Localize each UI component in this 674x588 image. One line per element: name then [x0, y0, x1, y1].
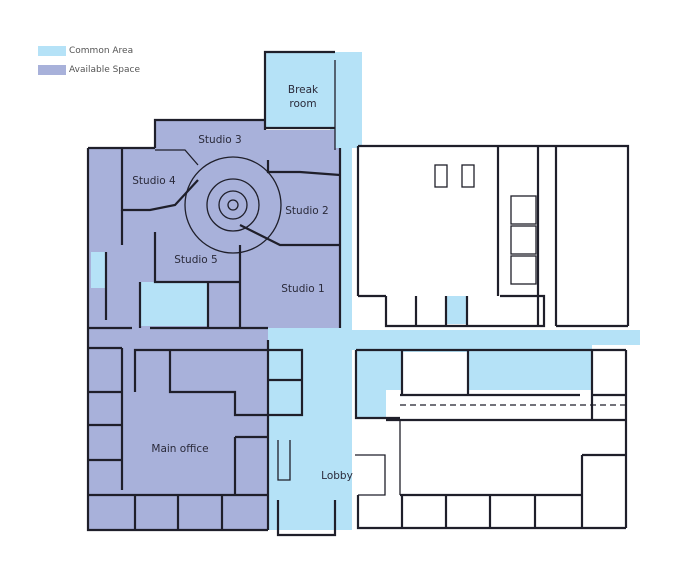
- legend-label: Common Area: [69, 45, 134, 56]
- common-area-swatch: [38, 45, 66, 56]
- available-space-swatch: [38, 64, 66, 75]
- unassigned-regions: [358, 146, 628, 528]
- room-labels: Break room Studio 3 Studio 4 Studio 2 St…: [132, 84, 353, 482]
- label-studio-3: Studio 3: [198, 134, 241, 146]
- break-room-area: [265, 52, 335, 129]
- common-room-right-2: [468, 350, 503, 395]
- label-lobby: Lobby: [321, 470, 353, 482]
- map-legend: Common Area Available Space: [38, 44, 140, 82]
- restroom-area: [503, 350, 575, 395]
- legend-label: Available Space: [69, 64, 141, 75]
- label-break-room-2: room: [289, 98, 316, 110]
- label-studio-4: Studio 4: [132, 175, 176, 187]
- label-main-office: Main office: [151, 443, 208, 455]
- label-break-room: Break: [288, 84, 319, 96]
- walls: [86, 50, 630, 537]
- label-studio-2: Studio 2: [285, 205, 328, 217]
- lobby-area: [268, 340, 352, 530]
- available-space-regions: [88, 120, 340, 530]
- legend-item-common-area: Common Area: [38, 44, 140, 57]
- label-studio-1: Studio 1: [281, 283, 324, 295]
- label-studio-5: Studio 5: [174, 254, 217, 266]
- legend-item-available-space: Available Space: [38, 63, 140, 76]
- available-space-main: [88, 120, 340, 530]
